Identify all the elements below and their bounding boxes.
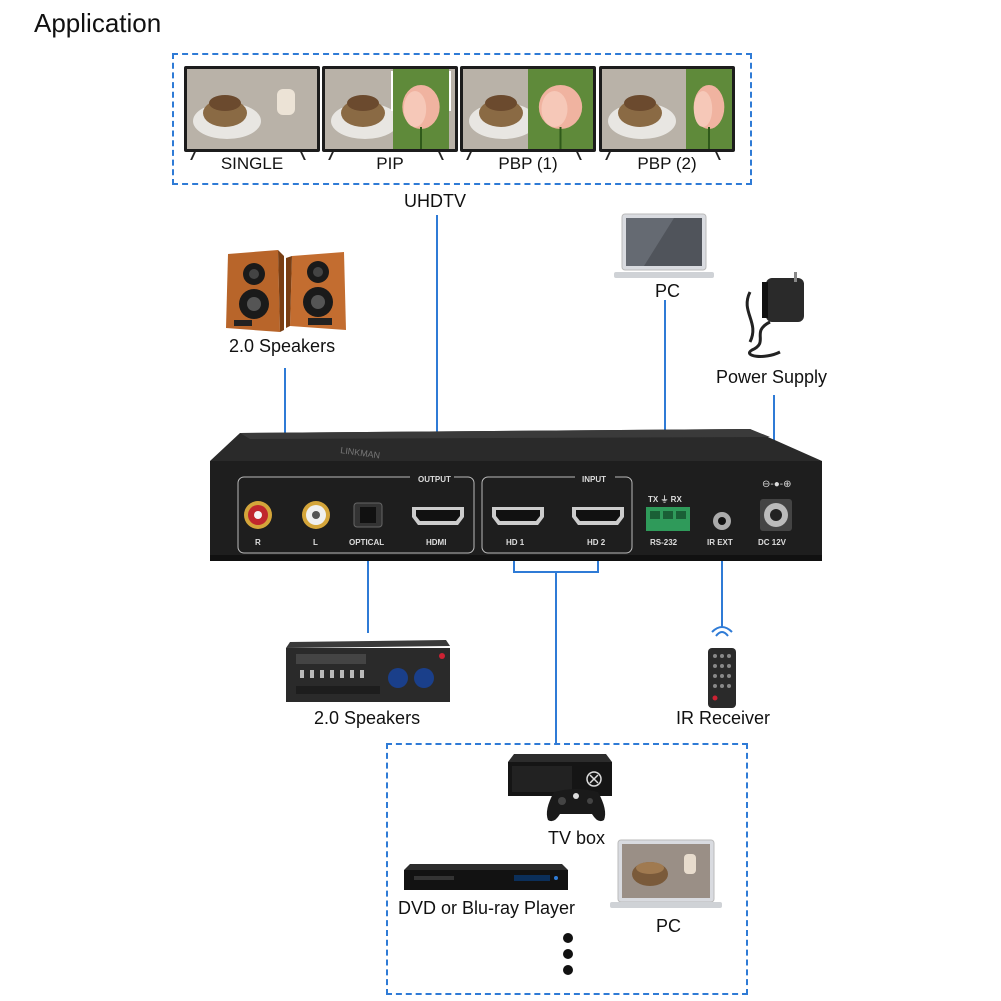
tvbox-label: TV box	[548, 828, 606, 848]
console-icon	[508, 754, 612, 796]
port-label-r: R	[255, 538, 261, 547]
laptop-icon	[614, 213, 714, 278]
port-label-dc: DC 12V	[758, 538, 787, 547]
tv-screen-single	[184, 66, 320, 160]
port-label-hdmi: HDMI	[426, 538, 446, 547]
tv-mode-label: PBP (1)	[498, 154, 558, 173]
ir-remote-icon	[708, 626, 736, 708]
controller-icon	[546, 789, 606, 822]
tv-mode-label: PIP	[376, 154, 404, 173]
page-title: Application	[34, 8, 162, 38]
tv-screen-pbp2	[599, 66, 735, 160]
uhdtv-group-box	[172, 53, 752, 185]
sources-group-box	[386, 743, 748, 995]
dc-polarity-icon: ⊖-●-⊕	[762, 479, 791, 490]
amplifier-label: 2.0 Speakers	[314, 708, 421, 728]
pc-top-label: PC	[655, 281, 681, 301]
ir-receiver-label: IR Receiver	[676, 708, 771, 728]
tv-mode-label: PBP (2)	[637, 154, 697, 173]
amplifier-icon	[286, 640, 450, 702]
port-label-hd2: HD 2	[587, 538, 606, 547]
speakers-icon	[226, 250, 346, 332]
device-unit: LINKMAN OUTPUT INPUT R L OPTICAL HDMI HD…	[210, 429, 822, 561]
output-group-label: OUTPUT	[418, 475, 451, 484]
port-label-ir: IR EXT	[707, 538, 733, 547]
port-label-optical: OPTICAL	[349, 538, 384, 547]
tv-screen-pip	[322, 66, 458, 160]
input-group-label: INPUT	[582, 475, 606, 484]
tv-screen-pbp1	[460, 66, 596, 160]
speakers-top-label: 2.0 Speakers	[229, 336, 336, 356]
dvd-label: DVD or Blu-ray Player	[398, 898, 576, 918]
source-pc-label: PC	[656, 916, 682, 936]
power-adapter-icon	[745, 272, 804, 358]
port-label-hd1: HD 1	[506, 538, 525, 547]
port-label-txrx: TX ⏚ RX	[648, 495, 682, 504]
uhdtv-label: UHDTV	[404, 191, 466, 211]
power-supply-label: Power Supply	[716, 367, 828, 387]
more-sources-dots	[563, 933, 573, 975]
tv-mode-label: SINGLE	[220, 154, 284, 173]
source-laptop-icon	[610, 839, 722, 908]
port-label-rs232: RS-232	[650, 538, 678, 547]
dvd-player-icon	[404, 864, 568, 890]
port-label-l: L	[313, 538, 318, 547]
